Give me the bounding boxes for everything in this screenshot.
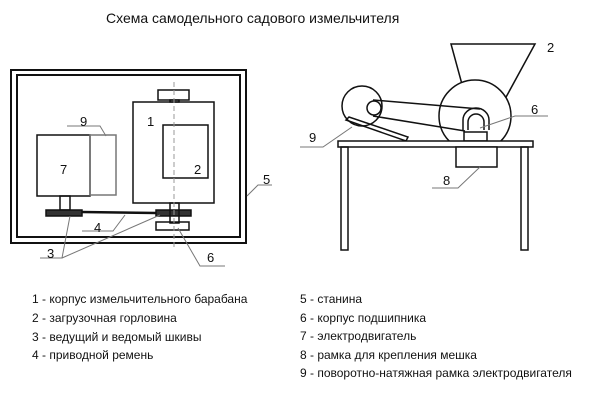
legend-item: 3 - ведущий и ведомый шкивы — [32, 330, 202, 344]
callout-1: 1 — [147, 114, 155, 129]
diagram-title: Схема самодельного садового измельчителя — [106, 10, 400, 26]
callout-4: 4 — [94, 220, 102, 235]
top-view — [10, 69, 272, 267]
legend-item: 6 - корпус подшипника — [300, 311, 427, 325]
legend-item: 8 - рамка для крепления мешка — [300, 348, 477, 362]
callout-8: 8 — [443, 173, 451, 188]
legend-item: 4 - приводной ремень — [32, 348, 154, 362]
callout-6: 6 — [207, 250, 215, 265]
legend-item: 2 - загрузочная горловина — [32, 311, 177, 325]
legend-item: 5 - станина — [300, 292, 363, 306]
pulley-left — [45, 209, 83, 217]
callout-2-side: 2 — [547, 40, 555, 55]
tension-frame — [344, 116, 410, 142]
belt — [81, 210, 157, 215]
bag-frame — [455, 146, 498, 168]
callout-3: 3 — [47, 246, 55, 261]
hopper-top — [162, 124, 209, 179]
table-top — [337, 140, 534, 148]
legend-item: 7 - электродвигатель — [300, 329, 417, 343]
legend-item: 9 - поворотно-натяжная рамка электродвиг… — [300, 366, 572, 380]
callout-9-side: 9 — [309, 130, 317, 145]
callout-2: 2 — [194, 162, 202, 177]
motor-frame — [89, 134, 117, 196]
bearing — [155, 221, 190, 231]
callout-5: 5 — [263, 172, 271, 187]
legend-item: 1 - корпус измельчительного барабана — [32, 292, 248, 306]
side-view — [300, 43, 548, 251]
callout-9: 9 — [80, 114, 88, 129]
callout-7: 7 — [60, 162, 68, 177]
callout-6-side: 6 — [531, 102, 539, 117]
